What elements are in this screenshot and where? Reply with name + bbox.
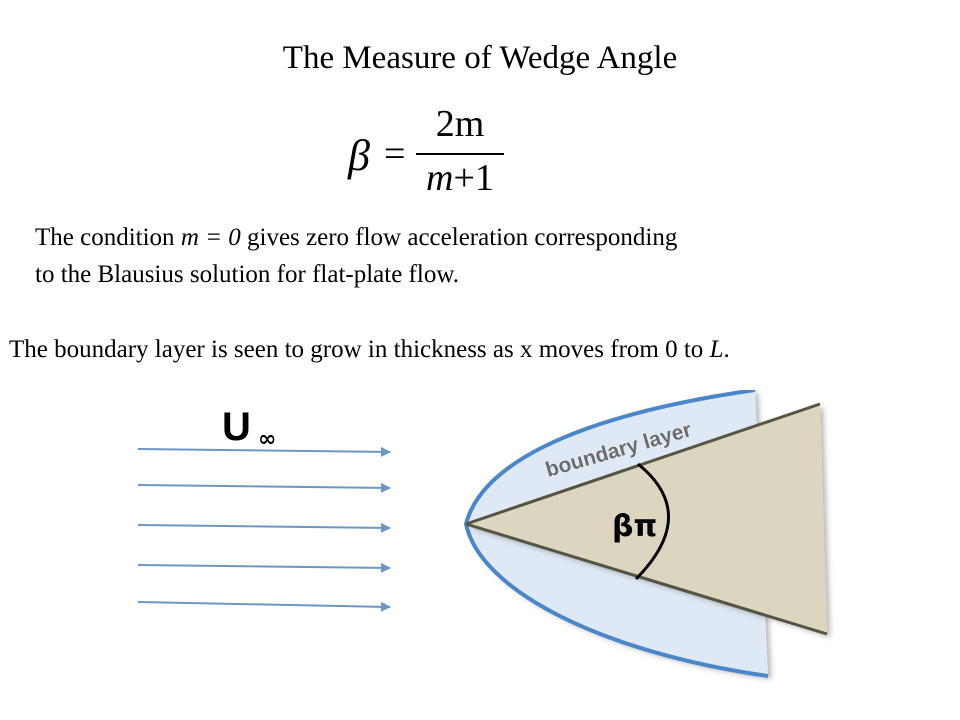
growth-paragraph: The boundary layer is seen to grow in th… [9, 336, 730, 364]
freestream-arrow [137, 601, 391, 612]
condition-paragraph: The condition m = 0 gives zero flow acce… [35, 219, 677, 293]
formula-equals: = [384, 133, 406, 175]
formula-denominator: m+1 [410, 156, 510, 200]
wedge-bottom-edge [465, 522, 828, 636]
slide-title: The Measure of Wedge Angle [282, 40, 678, 76]
wedge-angle-arc [634, 462, 670, 581]
condition-suffix: gives zero flow acceleration correspondi… [240, 224, 678, 251]
wedge-angle-formula: β = 2m m+1 [340, 103, 540, 203]
freestream-arrows [137, 446, 391, 612]
growth-end: . [723, 336, 730, 363]
condition-line-2: to the Blausius solution for flat-plate … [35, 261, 459, 288]
wedge-body [466, 404, 827, 634]
wedge-top-edge [465, 402, 821, 526]
formula-beta: β [348, 131, 370, 180]
condition-expression: m = 0 [180, 224, 241, 251]
formula-numerator: 2m [435, 103, 485, 145]
wedge-angle-label: βπ [612, 509, 657, 544]
condition-prefix: The condition [35, 224, 181, 251]
growth-text: The boundary layer is seen to grow in th… [9, 336, 710, 363]
growth-var: L [709, 336, 724, 363]
wedge-flow-diagram: U ∞ βπ boundary layer [137, 390, 828, 678]
formula-denominator-var: m [426, 157, 454, 199]
formula-fraction-bar [416, 153, 504, 155]
freestream-arrow [137, 522, 391, 533]
freestream-subscript: ∞ [258, 427, 276, 452]
freestream-arrow [137, 482, 391, 493]
formula-denominator-rest: +1 [453, 157, 494, 199]
freestream-arrow [137, 446, 391, 457]
freestream-arrow [137, 562, 391, 573]
condition-line-1: The condition m = 0 gives zero flow acce… [35, 219, 677, 256]
freestream-label: U [222, 405, 251, 449]
